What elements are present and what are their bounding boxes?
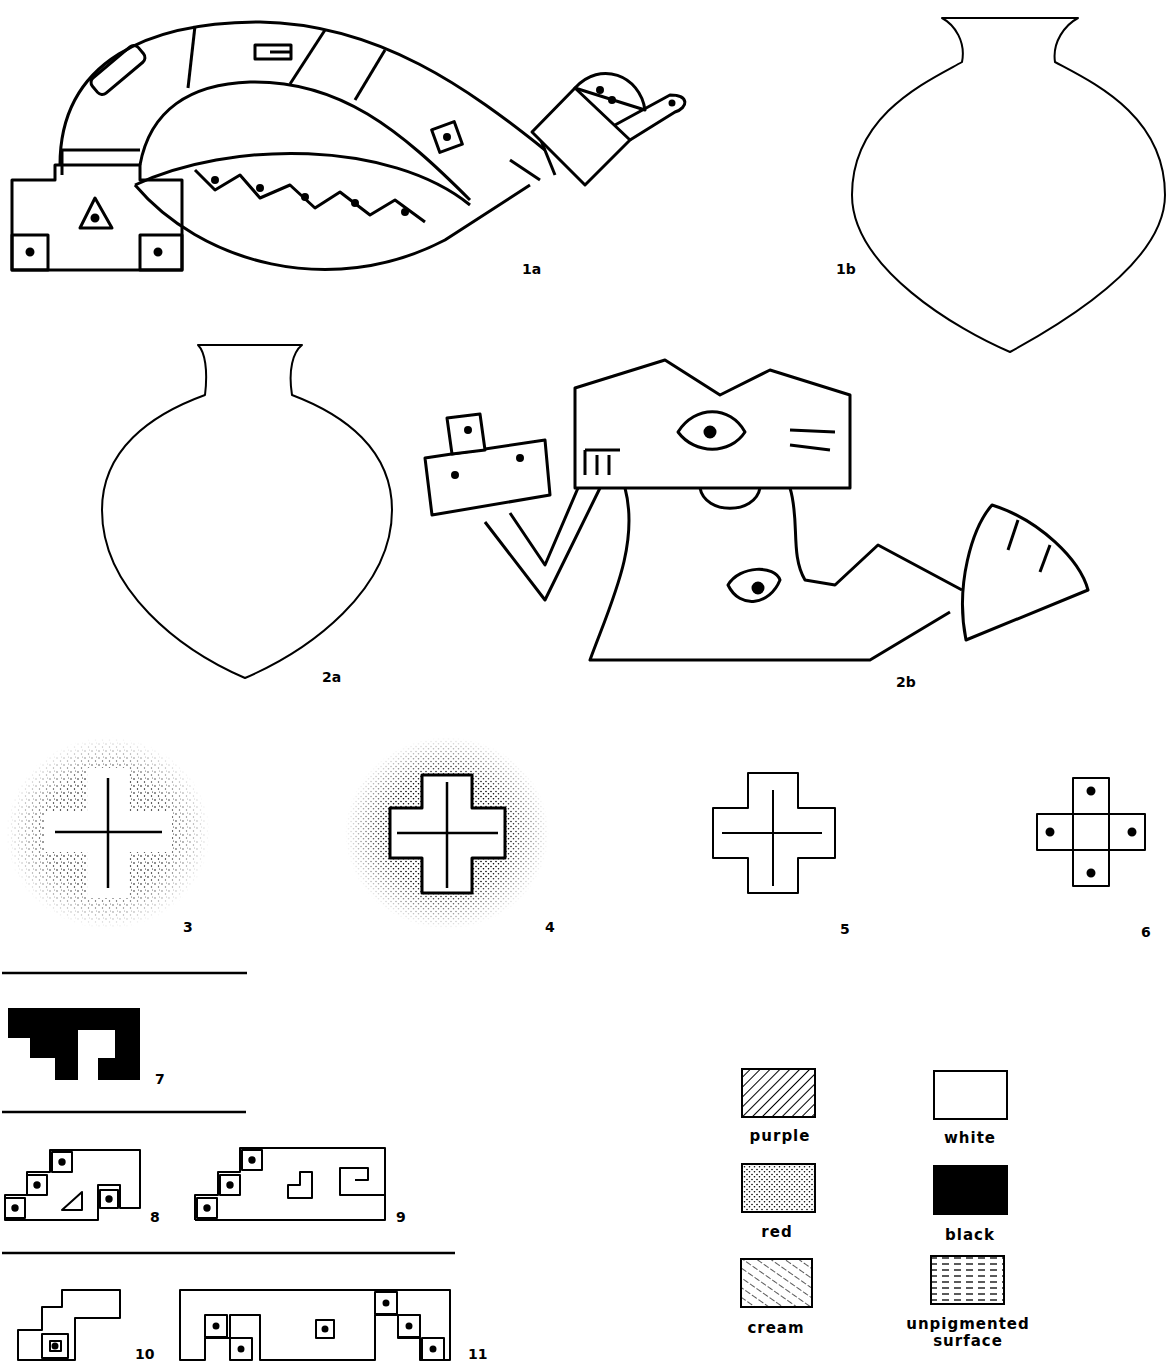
figure-number: 7 [155,1072,165,1087]
figure-number: 1a [522,262,541,277]
figure-number: 3 [183,920,193,935]
figure-number: 11 [468,1347,487,1362]
legend-swatch [741,1163,816,1213]
figure-number: 8 [150,1210,160,1225]
legend-label: purple [715,1128,845,1145]
figure-number: 4 [545,920,555,935]
legend-label: cream [711,1320,841,1337]
figure-number: 6 [1141,925,1151,940]
legend-label: black [905,1227,1035,1244]
legend-label: white [905,1130,1035,1147]
figure-number: 5 [840,922,850,937]
legend-label: red [712,1224,842,1241]
legend-swatch [933,1165,1008,1215]
figure-number: 9 [396,1210,406,1225]
legend-swatch [740,1258,813,1308]
figure-number: 10 [135,1347,154,1362]
legend-swatch [933,1070,1008,1120]
legend-label: unpigmented surface [903,1316,1033,1351]
figure-number: 2a [322,670,341,685]
figure-number: 1b [836,262,856,277]
legend-swatch [930,1255,1005,1305]
figure-number: 2b [896,675,916,690]
legend-swatch [741,1068,816,1118]
